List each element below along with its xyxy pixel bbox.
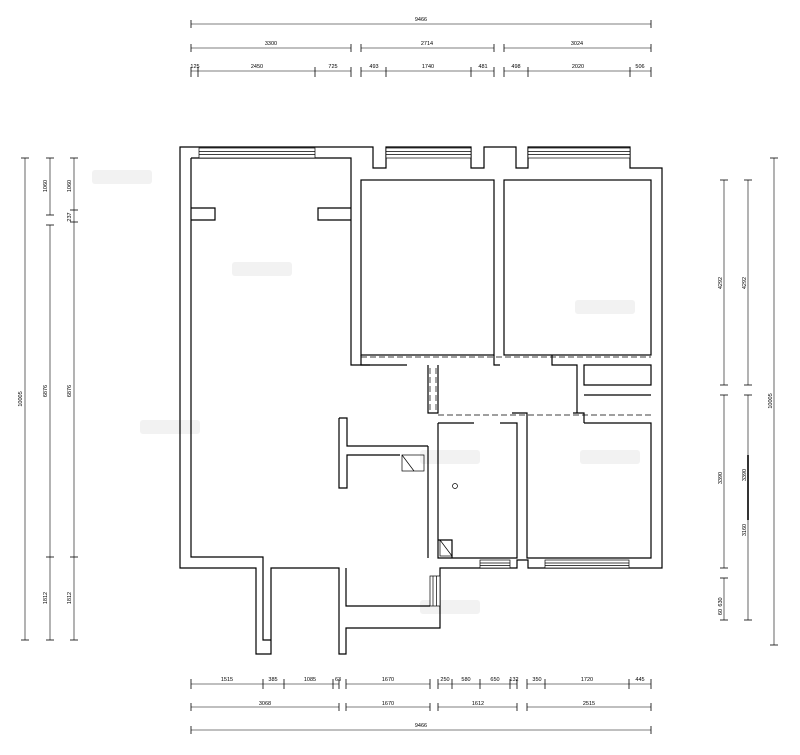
top-dimensions: 9466 3300 2714 3024 bbox=[190, 17, 652, 77]
dim-bottom-detail-9: 132 bbox=[509, 677, 518, 683]
dim-left-inner-3: 6876 bbox=[67, 385, 73, 397]
dim-bottom-detail-11: 1720 bbox=[581, 677, 593, 683]
dim-top-mid-2: 2714 bbox=[421, 41, 433, 47]
right-dimensions: 4292 3390 630 4292 3390 3160 60 10005 bbox=[718, 157, 778, 646]
dim-top-detail-9: 506 bbox=[635, 64, 644, 70]
dim-right-mid-2: 3390 bbox=[718, 472, 724, 484]
dim-right-inner-2: 3390 bbox=[742, 469, 748, 481]
floor-drain-icon bbox=[452, 483, 458, 489]
dim-left-inner-1: 1060 bbox=[67, 180, 73, 192]
dim-top-detail-4: 493 bbox=[369, 64, 378, 70]
dim-bottom-detail-10: 350 bbox=[532, 677, 541, 683]
outer-walls bbox=[179, 146, 663, 655]
shaft-symbols bbox=[401, 454, 458, 557]
dim-bottom-detail-5: 1670 bbox=[382, 677, 394, 683]
dim-left-inner-2: 237 bbox=[67, 212, 73, 221]
left-dimensions: 10005 1060 6876 1812 1060 237 6876 1812 bbox=[18, 157, 78, 641]
dim-right-mid-1: 4292 bbox=[718, 277, 724, 289]
dim-bottom-detail-2: 385 bbox=[268, 677, 277, 683]
dim-top-detail-1: 125 bbox=[190, 64, 199, 70]
dim-top-detail-6: 481 bbox=[478, 64, 487, 70]
dim-top-mid-3: 3024 bbox=[571, 41, 583, 47]
dim-bottom-detail-4: 63 bbox=[335, 677, 341, 683]
dim-left-mid-2: 6876 bbox=[43, 385, 49, 397]
dim-top-total: 9466 bbox=[415, 17, 427, 23]
windows bbox=[198, 147, 631, 607]
dim-bottom-detail-12: 445 bbox=[635, 677, 644, 683]
dim-bottom-detail-7: 580 bbox=[461, 677, 470, 683]
dim-top-detail-5: 1740 bbox=[422, 64, 434, 70]
dim-top-detail-8: 2020 bbox=[572, 64, 584, 70]
watermark bbox=[92, 170, 640, 614]
dim-right-inner-3: 3160 bbox=[742, 524, 748, 536]
dim-bottom-detail-1: 1515 bbox=[221, 677, 233, 683]
dim-bottom-mid-4: 2515 bbox=[583, 701, 595, 707]
dim-right-outer: 10005 bbox=[768, 393, 774, 408]
dim-right-inner-1: 4292 bbox=[742, 277, 748, 289]
dim-top-detail-3: 725 bbox=[328, 64, 337, 70]
interior-walls bbox=[191, 179, 652, 559]
dim-bottom-mid-3: 1612 bbox=[472, 701, 484, 707]
dim-bottom-detail-8: 650 bbox=[490, 677, 499, 683]
dim-left-inner-4: 1812 bbox=[67, 592, 73, 604]
dim-right-mid-3: 630 bbox=[718, 597, 724, 606]
dim-top-detail-7: 498 bbox=[511, 64, 520, 70]
dim-top-mid-1: 3300 bbox=[265, 41, 277, 47]
dim-left-mid-3: 1812 bbox=[43, 592, 49, 604]
dim-right-inner-4: 60 bbox=[718, 609, 724, 615]
dim-top-detail-2: 2450 bbox=[251, 64, 263, 70]
dim-bottom-detail-6: 250 bbox=[440, 677, 449, 683]
dim-bottom-mid-2: 1670 bbox=[382, 701, 394, 707]
dim-left-mid-1: 1060 bbox=[43, 180, 49, 192]
dim-bottom-detail-3: 1085 bbox=[304, 677, 316, 683]
dim-left-outer: 10005 bbox=[18, 391, 24, 406]
beam-lines bbox=[361, 356, 651, 416]
dim-bottom-total: 9466 bbox=[415, 723, 427, 729]
bottom-dimensions: 1515 385 1085 63 1670 250 580 650 132 35… bbox=[190, 677, 652, 734]
dim-bottom-mid-1: 3068 bbox=[259, 701, 271, 707]
